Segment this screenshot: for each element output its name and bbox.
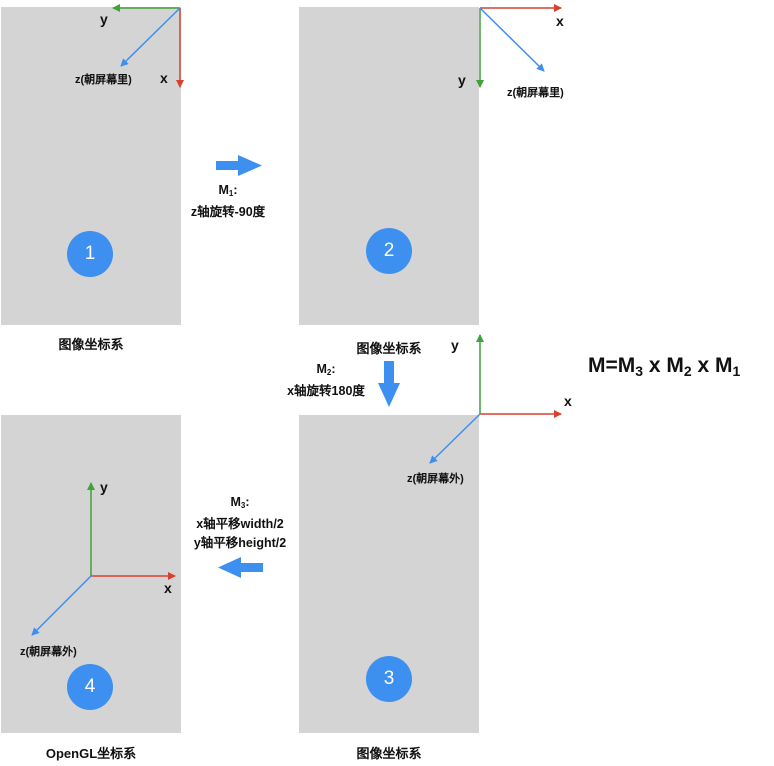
panel-2-number-badge: 2	[366, 228, 412, 274]
m3-subscript: 3	[240, 501, 246, 510]
step-arrow-left	[218, 557, 263, 578]
formula-sub-3: 3	[635, 363, 644, 379]
panel-4-y-label: y	[100, 479, 108, 495]
panel-3-number-badge: 3	[366, 656, 412, 702]
panel-4-x-label: x	[164, 580, 172, 596]
step-arrow-right	[216, 155, 262, 176]
panel-1-y-label: y	[100, 11, 108, 27]
transform-m3-label: M3: x轴平移width/2 y轴平移height/2	[180, 493, 300, 553]
panel-4-z-axis	[31, 575, 92, 636]
m2-colon: :	[331, 362, 336, 376]
panel-3-caption: 图像坐标系	[356, 746, 422, 761]
m3-description-line1: x轴平移width/2	[196, 517, 284, 531]
formula-sub-2: 2	[683, 363, 692, 379]
panel-2-z-axis	[479, 7, 545, 72]
panel-4-z-label: z(朝屏幕外)	[20, 646, 77, 658]
transform-m1-label: M1: z轴旋转-90度	[178, 181, 278, 221]
panel-3-z-axis	[429, 413, 481, 464]
formula-mid-1: x M	[643, 354, 684, 377]
panel-2-z-label: z(朝屏幕里)	[507, 87, 564, 99]
panel-1-number-badge: 1	[67, 231, 113, 277]
panel-3-y-label: y	[451, 337, 459, 353]
step-arrow-down	[378, 361, 400, 407]
formula-mid-2: x M	[691, 354, 733, 377]
panel-2-x-label: x	[556, 13, 564, 29]
panel-1-z-axis	[120, 7, 181, 67]
m2-symbol: M	[316, 362, 327, 376]
m1-colon: :	[233, 183, 238, 197]
panel-4-number-badge: 4	[67, 664, 113, 710]
panel-4-caption: OpenGL坐标系	[45, 746, 137, 761]
transform-m2-label: M2: x轴旋转180度	[276, 360, 376, 400]
panel-1-z-label: z(朝屏幕里)	[75, 74, 132, 86]
formula-sub-1: 1	[732, 363, 741, 379]
panel-1-x-label: x	[160, 70, 168, 86]
panel-1-caption: 图像坐标系	[58, 337, 124, 352]
panel-2-y-label: y	[458, 72, 466, 88]
m3-symbol: M	[230, 495, 241, 509]
panel-3-x-label: x	[564, 393, 572, 409]
panel-3-z-label: z(朝屏幕外)	[407, 473, 464, 485]
m1-symbol: M	[218, 183, 229, 197]
m1-subscript: 1	[228, 189, 234, 198]
formula-lhs: M=M	[588, 354, 636, 377]
m2-description: x轴旋转180度	[287, 384, 365, 398]
panel-2-caption: 图像坐标系	[356, 341, 422, 356]
m3-description-line2: y轴平移height/2	[193, 536, 287, 550]
m3-colon: :	[245, 495, 250, 509]
m1-description: z轴旋转-90度	[190, 205, 266, 219]
m2-subscript: 2	[326, 368, 332, 377]
composite-matrix-formula: M=M3 x M2 x M1	[588, 354, 740, 379]
